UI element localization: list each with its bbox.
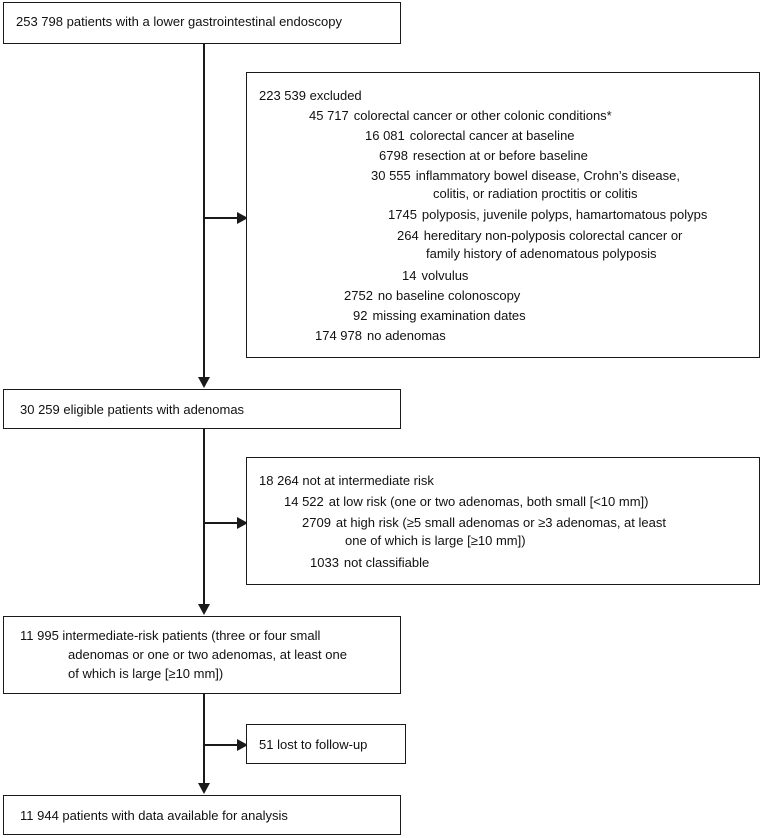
excluded-row: 14 volvulus	[402, 267, 468, 284]
excluded-row-count: 30 555	[371, 168, 411, 183]
connector-to-lost	[203, 744, 237, 746]
risk-row-continuation: one of which is large [≥10 mm])	[345, 533, 526, 548]
excluded-row-count: 16 081	[365, 128, 405, 143]
excluded-row: 30 555 inflammatory bowel disease, Crohn’…	[371, 167, 680, 184]
eligible-patients-box: 30 259 eligible patients with adenomas	[3, 389, 401, 429]
intermediate-risk-box: 11 995 intermediate-risk patients (three…	[3, 616, 401, 694]
excluded-row-continuation: family history of adenomatous polyposis	[426, 246, 657, 261]
arrow-to-excluded	[237, 212, 248, 224]
total-patients-text: patients with a lower gastrointestinal e…	[66, 14, 342, 29]
excluded-row-count: 14	[402, 268, 417, 283]
lost-text: lost to follow-up	[277, 737, 368, 752]
excluded-row: 45 717 colorectal cancer or other colonic…	[309, 107, 612, 124]
excluded-row-text: hereditary non-polyposis colorectal canc…	[423, 228, 683, 243]
connector-top-to-eligible	[203, 43, 205, 377]
not-intermediate-header: 18 264 not at intermediate risk	[259, 472, 434, 489]
not-intermediate-count: 18 264	[259, 473, 299, 488]
arrow-to-lost	[237, 739, 248, 751]
final-text: patients with data available for analysi…	[62, 808, 288, 823]
excluded-row: 174 978 no adenomas	[315, 327, 446, 344]
risk-row: 14 522 at low risk (one or two adenomas, …	[284, 493, 648, 510]
excluded-row: 1745 polyposis, juvenile polyps, hamartom…	[388, 206, 707, 223]
risk-row: 2709 at high risk (≥5 small adenomas or ≥…	[302, 514, 666, 531]
excluded-row-text: colorectal cancer or other colonic condi…	[353, 108, 612, 123]
eligible-text: eligible patients with adenomas	[63, 402, 245, 417]
total-patients-box: 253 798 patients with a lower gastrointe…	[3, 2, 401, 44]
arrow-to-risk	[237, 517, 248, 529]
connector-eligible-to-intermediate	[203, 428, 205, 604]
excluded-row: 92 missing examination dates	[353, 307, 526, 324]
risk-row-count: 14 522	[284, 494, 324, 509]
excluded-row-count: 92	[353, 308, 368, 323]
not-intermediate-label: not at intermediate risk	[302, 473, 434, 488]
connector-intermediate-to-final	[203, 693, 205, 783]
intermediate-count: 11 995	[20, 628, 59, 643]
lost-count: 51	[259, 737, 274, 752]
excluded-row-text: no baseline colonoscopy	[377, 288, 521, 303]
excluded-row-text: colorectal cancer at baseline	[409, 128, 575, 143]
excluded-box: 223 539 excluded 45 717 colorectal cancer…	[246, 72, 760, 358]
excluded-count: 223 539	[259, 88, 306, 103]
excluded-row-continuation: colitis, or radiation proctitis or colit…	[433, 186, 638, 201]
arrow-to-eligible	[197, 377, 210, 388]
connector-to-excluded	[203, 217, 237, 219]
excluded-row-count: 6798	[379, 148, 408, 163]
excluded-row-text: no adenomas	[367, 328, 446, 343]
arrow-to-intermediate	[197, 604, 210, 615]
total-patients-count: 253 798	[16, 14, 63, 29]
excluded-row-text: volvulus	[421, 268, 469, 283]
eligible-patients-label: 30 259 eligible patients with adenomas	[20, 401, 244, 418]
excluded-row: 16 081 colorectal cancer at baseline	[365, 127, 575, 144]
risk-row-text: at high risk (≥5 small adenomas or ≥3 ad…	[335, 515, 666, 530]
intermediate-line-2: adenomas or one or two adenomas, at leas…	[68, 647, 347, 662]
excluded-label: excluded	[309, 88, 362, 103]
total-patients-label: 253 798 patients with a lower gastrointe…	[16, 13, 342, 30]
risk-row-text: not classifiable	[343, 555, 430, 570]
excluded-row-text: polyposis, juvenile polyps, hamartomatou…	[421, 207, 708, 222]
excluded-row-text: resection at or before baseline	[412, 148, 588, 163]
excluded-row-count: 2752	[344, 288, 373, 303]
not-intermediate-risk-box: 18 264 not at intermediate risk 14 522 at…	[246, 457, 760, 585]
eligible-count: 30 259	[20, 402, 60, 417]
final-label: 11 944 patients with data available for …	[20, 807, 288, 824]
excluded-row: 6798 resection at or before baseline	[379, 147, 588, 164]
intermediate-text: intermediate-risk patients (three or fou…	[62, 628, 321, 643]
excluded-row-count: 174 978	[315, 328, 362, 343]
excluded-row-count: 45 717	[309, 108, 349, 123]
lost-label: 51 lost to follow-up	[259, 736, 367, 753]
excluded-row-count: 264	[397, 228, 419, 243]
final-count: 11 944	[20, 808, 59, 823]
lost-to-follow-up-box: 51 lost to follow-up	[246, 724, 406, 764]
excluded-row-text: missing examination dates	[372, 308, 526, 323]
connector-to-risk	[203, 522, 237, 524]
risk-row-count: 2709	[302, 515, 331, 530]
excluded-row: 264 hereditary non-polyposis colorectal c…	[397, 227, 682, 244]
excluded-row: 2752 no baseline colonoscopy	[344, 287, 520, 304]
intermediate-line-1: 11 995 intermediate-risk patients (three…	[20, 627, 320, 644]
risk-row-text: at low risk (one or two adenomas, both s…	[328, 494, 649, 509]
risk-row-count: 1033	[310, 555, 339, 570]
final-analysis-box: 11 944 patients with data available for …	[3, 795, 401, 835]
excluded-row-count: 1745	[388, 207, 417, 222]
risk-row: 1033 not classifiable	[310, 554, 429, 571]
excluded-row-text: inflammatory bowel disease, Crohn’s dise…	[415, 168, 680, 183]
intermediate-line-3: of which is large [≥10 mm])	[68, 666, 224, 681]
excluded-header: 223 539 excluded	[259, 87, 362, 104]
arrow-to-final	[197, 783, 210, 794]
